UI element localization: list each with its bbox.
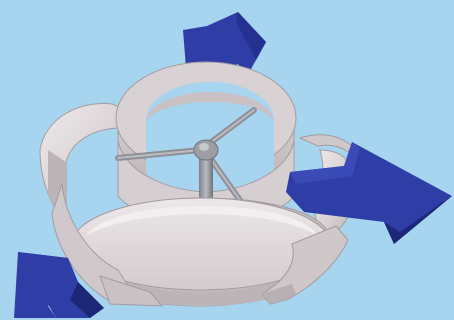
- impeller-diagram: [0, 0, 454, 320]
